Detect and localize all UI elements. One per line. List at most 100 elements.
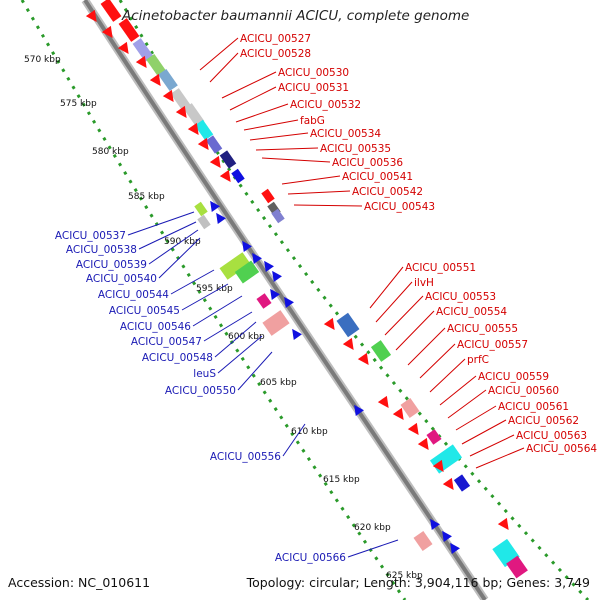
forward-arrow-3 xyxy=(117,41,129,55)
forward-feature-5 xyxy=(158,68,178,92)
forward-feature-11 xyxy=(231,168,245,184)
leader-reverse-5 xyxy=(170,269,215,295)
forward-gene-label: ACICU_00530 xyxy=(278,67,349,79)
forward-feature-17 xyxy=(400,398,420,418)
forward-feature-4 xyxy=(146,53,166,77)
reverse-arrow-2 xyxy=(216,212,226,224)
leader-forward-2 xyxy=(209,52,239,83)
reverse-arrow-7 xyxy=(270,288,280,300)
forward-arrow-15 xyxy=(377,395,389,409)
forward-gene-label: ACICU_00564 xyxy=(526,443,597,455)
forward-feature-20 xyxy=(453,474,471,492)
forward-arrow-18 xyxy=(417,437,429,451)
leader-reverse-11 xyxy=(237,351,273,391)
leader-forward-5 xyxy=(235,103,289,123)
forward-feature-10 xyxy=(219,150,237,169)
forward-feature-12 xyxy=(261,188,275,204)
reverse-gene-label: ACICU_00539 xyxy=(76,259,147,271)
leader-reverse-1 xyxy=(127,211,195,236)
forward-arrow-19 xyxy=(432,459,444,473)
forward-arrow-4 xyxy=(135,55,147,69)
forward-arrow-17 xyxy=(407,422,419,436)
reverse-gene-label: leuS xyxy=(193,368,216,380)
reverse-gene-label: ACICU_00544 xyxy=(98,289,169,301)
scale-label-1: 570 kbp xyxy=(24,55,61,65)
reverse-arrow-4 xyxy=(252,252,262,264)
backbone-line xyxy=(83,0,487,600)
forward-gene-label: ACICU_00562 xyxy=(508,415,579,427)
forward-feature-15 xyxy=(336,312,360,338)
forward-arrow-8 xyxy=(187,122,199,136)
leader-reverse-10 xyxy=(217,335,263,374)
forward-feature-22 xyxy=(506,555,528,579)
leader-forward-16 xyxy=(395,310,435,351)
forward-gene-label: ACICU_00536 xyxy=(332,157,403,169)
tick-ring-2 xyxy=(118,0,590,600)
reverse-arrow-8 xyxy=(284,296,294,308)
leader-forward-14 xyxy=(375,281,413,323)
leader-forward-21 xyxy=(447,389,487,419)
scale-label-11: 620 kbp xyxy=(354,523,391,533)
leader-forward-24 xyxy=(469,434,515,457)
leader-reverse-2 xyxy=(138,221,197,250)
forward-arrow-2 xyxy=(101,25,113,39)
reverse-arrow-1 xyxy=(210,200,220,212)
reverse-gene-label: ACICU_00547 xyxy=(131,336,202,348)
reverse-gene-label: ACICU_00548 xyxy=(142,352,213,364)
leader-reverse-9 xyxy=(214,321,257,358)
forward-arrow-16 xyxy=(392,407,404,421)
forward-arrow-21 xyxy=(497,517,509,531)
leader-forward-11 xyxy=(287,190,351,195)
forward-gene-label: ACICU_00535 xyxy=(320,143,391,155)
forward-feature-7 xyxy=(183,103,205,127)
forward-gene-label: ACICU_00560 xyxy=(488,385,559,397)
reverse-gene-label: ACICU_00556 xyxy=(210,451,281,463)
scale-label-7: 600 kbp xyxy=(228,332,265,342)
leader-forward-7 xyxy=(249,132,309,141)
reverse-arrow-12 xyxy=(442,530,452,542)
reverse-feature-3 xyxy=(219,252,251,280)
scale-label-10: 615 kbp xyxy=(323,475,360,485)
leader-reverse-6 xyxy=(181,283,229,311)
leader-reverse-4 xyxy=(158,237,201,279)
reverse-gene-label: ACICU_00538 xyxy=(66,244,137,256)
forward-feature-1 xyxy=(100,0,122,22)
accession-text: Accession: NC_010611 xyxy=(8,575,151,590)
reverse-arrow-5 xyxy=(264,260,274,272)
forward-feature-9 xyxy=(205,135,223,154)
scale-label-6: 595 kbp xyxy=(196,284,233,294)
gene-labels: ACICU_00527ACICU_00528ACICU_00530ACICU_0… xyxy=(55,33,598,564)
reverse-feature-4 xyxy=(234,260,260,284)
leader-forward-9 xyxy=(261,157,331,163)
reverse-arrow-9 xyxy=(292,328,302,340)
forward-gene-label: ACICU_00554 xyxy=(436,306,507,318)
forward-arrow-10 xyxy=(209,155,221,169)
forward-feature-16 xyxy=(370,340,392,362)
leader-forward-4 xyxy=(229,86,277,111)
reverse-arrow-13 xyxy=(450,542,460,554)
leader-forward-18 xyxy=(419,343,456,379)
reverse-arrow-3 xyxy=(242,240,252,252)
genome-backbone xyxy=(81,0,489,600)
forward-feature-3 xyxy=(132,38,154,62)
scale-label-3: 580 kbp xyxy=(92,147,129,157)
leader-reverse-12 xyxy=(282,423,306,457)
leader-forward-1 xyxy=(199,37,239,71)
forward-gene-label: ACICU_00553 xyxy=(425,291,496,303)
forward-feature-18 xyxy=(426,429,442,445)
forward-feature-14 xyxy=(271,208,285,224)
forward-gene-label: ACICU_00534 xyxy=(310,128,381,140)
scale-label-12: 625 kbp xyxy=(386,571,423,581)
forward-gene-label: ACICU_00527 xyxy=(240,33,311,45)
reverse-feature-2 xyxy=(197,214,211,230)
forward-gene-label: ACICU_00557 xyxy=(457,339,528,351)
leader-reverse-13 xyxy=(347,539,399,558)
leader-forward-8 xyxy=(255,147,319,151)
map-title: Acinetobacter baumannii ACICU, complete … xyxy=(122,8,470,24)
forward-arrow-13 xyxy=(342,337,354,351)
forward-feature-8 xyxy=(194,119,214,141)
leader-forward-20 xyxy=(439,375,477,406)
reverse-arrow-10 xyxy=(354,404,364,416)
